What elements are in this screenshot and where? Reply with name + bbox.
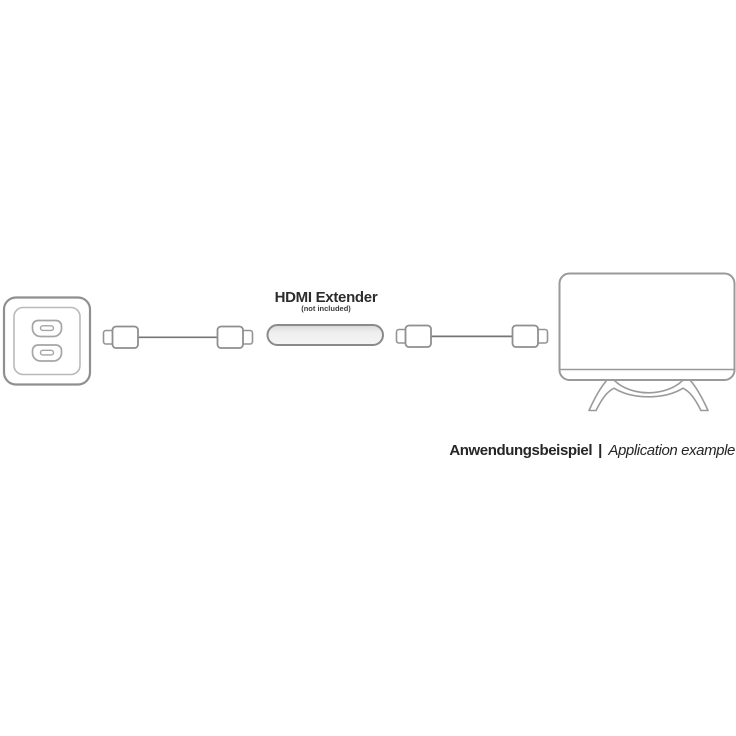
hdmi-cable-icon xyxy=(395,324,549,348)
extender-not-included-note: (not included) xyxy=(301,304,351,313)
hdmi-extender-device-icon xyxy=(266,324,384,346)
hdmi-wall-socket-icon xyxy=(2,296,92,386)
hdmi-port-icon xyxy=(31,344,63,362)
cable-connector xyxy=(111,325,139,349)
tv-stand xyxy=(588,378,709,412)
extender-body xyxy=(266,324,384,346)
wall-plate-inner xyxy=(13,306,81,376)
hdmi-port-icon xyxy=(31,319,63,338)
caption-german: Anwendungsbeispiel xyxy=(449,442,593,459)
hdmi-cable-icon xyxy=(102,325,254,349)
caption-english: Application example xyxy=(608,442,735,459)
caption: Anwendungsbeispiel | Application example xyxy=(449,442,735,460)
cable-connector xyxy=(404,324,432,348)
tv-icon xyxy=(558,272,736,412)
caption-separator: | xyxy=(598,442,603,459)
tv-screen xyxy=(558,272,736,381)
cable-connector xyxy=(511,324,539,348)
extender-title: HDMI Extender xyxy=(274,289,378,306)
cable-connector xyxy=(216,325,244,349)
